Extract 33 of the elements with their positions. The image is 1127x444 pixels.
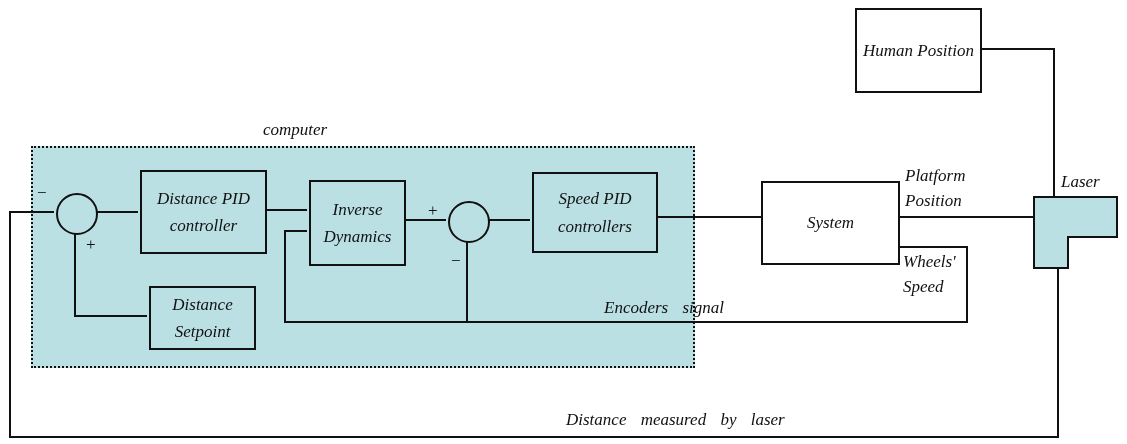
block-box: [140, 170, 267, 254]
sign-label: +: [428, 200, 438, 222]
block-label: Distance PID controller: [156, 187, 251, 237]
connector-line: [981, 48, 1055, 197]
summing-junction: [56, 193, 98, 235]
edge-label: Wheels' Speed: [903, 251, 957, 298]
block-label: Human Position: [863, 39, 974, 62]
summing-junction: [448, 201, 490, 243]
connector-line: [74, 232, 148, 317]
sign-label: +: [86, 234, 96, 256]
connector-line: [655, 216, 762, 218]
edge-label: Encoders signal: [604, 297, 726, 319]
block-label: Speed PID controllers: [557, 188, 633, 238]
block-box: [761, 181, 900, 265]
edge-label: Distance measured by laser: [566, 409, 786, 431]
edge-label: Platform Position: [905, 165, 967, 212]
block-label: Distance Setpoint: [171, 293, 234, 343]
block-box: [149, 286, 256, 350]
connector-line: [487, 219, 531, 221]
laser-label: Laser: [1061, 171, 1100, 193]
group-heading: computer: [263, 119, 328, 141]
sign-label: −: [451, 250, 461, 272]
connector-line: [95, 211, 139, 213]
block-box: [309, 180, 406, 266]
connector-line: [899, 216, 1034, 218]
block-label: Inverse Dynamics: [322, 198, 393, 248]
connector-line: [9, 211, 1059, 438]
block-label: System: [806, 212, 855, 235]
connector-line: [264, 209, 308, 211]
sign-label: −: [37, 182, 47, 204]
connector-line: [403, 219, 447, 221]
block-box: [855, 8, 982, 93]
block-box: [532, 172, 658, 253]
